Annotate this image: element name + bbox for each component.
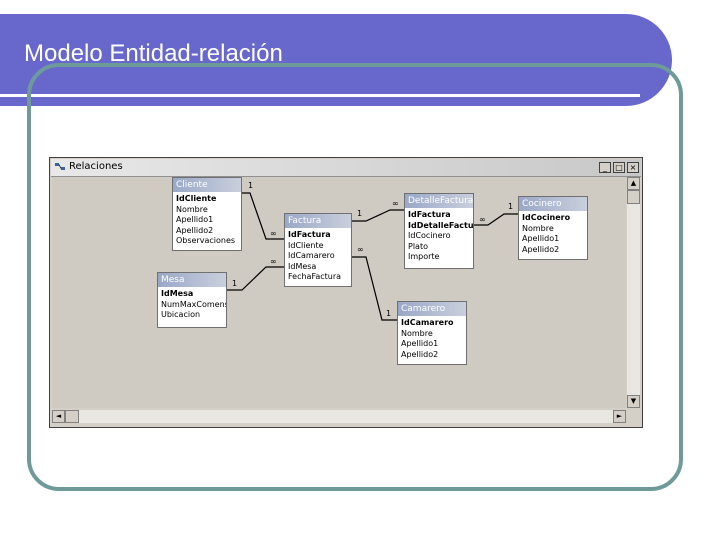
relationship-lines: [227, 192, 518, 321]
field[interactable]: Apellido1: [176, 215, 214, 224]
window-caption: Relaciones: [69, 161, 123, 172]
relation-cliente-factura: [242, 192, 284, 240]
relationships-window: Relaciones _ □ × 1 ∞ 1 ∞ 1 ∞ ∞ 1 ∞ 1 Cli…: [49, 157, 643, 428]
card-mesa-one: 1: [232, 279, 238, 288]
table-title[interactable]: Cocinero: [519, 197, 587, 211]
field[interactable]: NumMaxComensales: [161, 299, 226, 309]
field[interactable]: IdCamarero: [288, 251, 335, 260]
table-title[interactable]: Factura: [285, 214, 351, 228]
horizontal-scroll-thumb[interactable]: [65, 410, 79, 423]
window-title-bar[interactable]: Relaciones _ □ ×: [51, 159, 641, 177]
field[interactable]: Observaciones: [176, 236, 236, 245]
card-detalle-many-2: ∞: [479, 215, 486, 224]
field[interactable]: FechaFactura: [288, 272, 342, 281]
scroll-down-button[interactable]: ▼: [627, 395, 640, 408]
field[interactable]: IdCliente: [176, 194, 217, 203]
card-cocinero-one: 1: [508, 202, 514, 211]
minimize-button[interactable]: _: [599, 162, 611, 173]
table-title[interactable]: Cliente: [173, 178, 241, 192]
relation-factura-detalle: [352, 209, 404, 222]
card-factura-one: 1: [357, 209, 363, 218]
field[interactable]: IdFactura: [408, 210, 451, 219]
card-mesa-many: ∞: [270, 257, 277, 266]
vertical-scroll-thumb[interactable]: [627, 190, 640, 204]
table-cliente[interactable]: Cliente IdCliente Nombre Apellido1 Apell…: [172, 177, 242, 251]
field[interactable]: IdMesa: [288, 261, 317, 271]
scroll-left-button[interactable]: ◄: [52, 410, 65, 423]
field[interactable]: Apellido2: [522, 244, 560, 254]
relation-camarero-factura: [352, 256, 397, 321]
relation-mesa-factura: [227, 266, 284, 291]
relation-cocinero-detalle: [474, 213, 518, 226]
card-detalle-many: ∞: [392, 199, 399, 208]
vertical-scrollbar[interactable]: ▲ ▼: [627, 177, 640, 408]
title-underline: [0, 94, 640, 97]
scroll-up-button[interactable]: ▲: [627, 177, 640, 190]
table-detallefactura[interactable]: DetalleFactura IdFactura IdDetalleFactur…: [404, 193, 474, 269]
card-cliente-one: 1: [248, 181, 254, 190]
field[interactable]: Apellido2: [176, 225, 214, 235]
close-button[interactable]: ×: [627, 162, 639, 173]
table-title[interactable]: Mesa: [158, 273, 226, 287]
relationships-canvas[interactable]: 1 ∞ 1 ∞ 1 ∞ ∞ 1 ∞ 1 Cliente IdCliente No…: [52, 177, 626, 408]
scroll-right-button[interactable]: ►: [613, 410, 626, 423]
field[interactable]: IdCocinero: [408, 231, 451, 240]
field[interactable]: Apellido1: [401, 339, 439, 348]
field[interactable]: IdCocinero: [522, 213, 571, 222]
field[interactable]: IdCamarero: [401, 318, 454, 327]
relationships-icon: [55, 163, 65, 170]
table-camarero[interactable]: Camarero IdCamarero Nombre Apellido1 Ape…: [397, 301, 467, 365]
field[interactable]: Apellido2: [401, 349, 439, 359]
field[interactable]: IdDetalleFactura: [408, 220, 473, 230]
slide-title: Modelo Entidad-relación: [24, 40, 283, 67]
table-factura[interactable]: Factura IdFactura IdCliente IdCamarero I…: [284, 213, 352, 287]
horizontal-scrollbar[interactable]: ◄ ►: [52, 410, 626, 423]
field[interactable]: Nombre: [401, 328, 433, 338]
field[interactable]: Ubicacion: [161, 310, 201, 319]
field[interactable]: Plato: [408, 241, 428, 251]
field[interactable]: Importe: [408, 252, 440, 261]
maximize-button[interactable]: □: [613, 162, 625, 173]
table-title[interactable]: DetalleFactura: [405, 194, 473, 208]
field[interactable]: IdCliente: [288, 240, 324, 250]
field[interactable]: IdFactura: [288, 230, 331, 239]
table-mesa[interactable]: Mesa IdMesa NumMaxComensales Ubicacion: [157, 272, 227, 328]
card-camarero-one: 1: [386, 309, 392, 318]
slide-title-bar: [0, 14, 672, 106]
field[interactable]: Nombre: [176, 204, 208, 214]
field[interactable]: Apellido1: [522, 234, 560, 243]
field[interactable]: Nombre: [522, 223, 554, 233]
card-factura-many: ∞: [357, 245, 364, 254]
table-title[interactable]: Camarero: [398, 302, 466, 316]
field[interactable]: IdMesa: [161, 289, 194, 298]
card-cliente-many: ∞: [270, 229, 277, 238]
table-cocinero[interactable]: Cocinero IdCocinero Nombre Apellido1 Ape…: [518, 196, 588, 260]
slide-frame: [27, 63, 683, 491]
